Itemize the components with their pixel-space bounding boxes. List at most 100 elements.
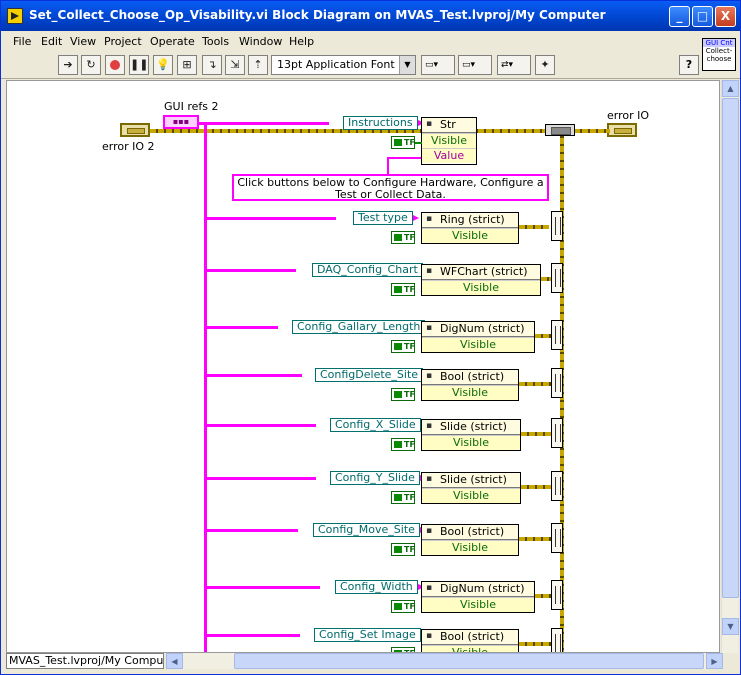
property-node-config-move-site[interactable]: Bool (strict) Visible (421, 524, 519, 556)
font-select[interactable]: 13pt Application Font ▼ (271, 55, 416, 75)
step-out-icon[interactable]: ⇡ (248, 55, 268, 75)
true-constant-text: TF (404, 285, 415, 294)
true-constant[interactable]: TF (391, 231, 415, 244)
menu-help[interactable]: Help (289, 35, 315, 48)
vertical-scroll-thumb[interactable] (722, 98, 739, 598)
error-merge-node[interactable] (551, 211, 563, 241)
horizontal-scroll-thumb[interactable] (234, 653, 704, 669)
control-ref-instructions[interactable]: Instructions (343, 116, 424, 130)
control-ref-config-width[interactable]: Config_Width (335, 580, 424, 594)
true-constant[interactable]: TF (391, 438, 415, 451)
true-constant[interactable]: TF (391, 647, 415, 652)
property-node-configdelete-site[interactable]: Bool (strict) Visible (421, 369, 519, 401)
error-merge-node[interactable] (551, 628, 563, 652)
menu-view[interactable]: View (70, 35, 97, 48)
property-node-config-y-slide[interactable]: Slide (strict) Visible (421, 472, 521, 504)
ref-branch (206, 586, 320, 589)
property-visible[interactable]: Visible (422, 133, 476, 148)
step-over-icon[interactable]: ⇲ (225, 55, 245, 75)
minimize-button[interactable]: _ (669, 6, 690, 27)
true-constant[interactable]: TF (391, 491, 415, 504)
error-in-terminal[interactable] (120, 123, 150, 137)
error-merge-node[interactable] (551, 471, 563, 501)
maximize-button[interactable]: □ (692, 6, 713, 27)
property-node-class: Bool (strict) (422, 525, 518, 540)
control-ref-config-move-site[interactable]: Config_Move_Site (313, 523, 426, 537)
property-visible[interactable]: Visible (422, 597, 534, 612)
true-constant[interactable]: TF (391, 543, 415, 556)
property-visible[interactable]: Visible (422, 435, 520, 450)
error-wire (541, 277, 551, 281)
scroll-right-icon[interactable]: ▶ (706, 653, 723, 669)
control-ref-config-gallary-length[interactable]: Config_Gallary_Length (292, 320, 432, 334)
property-value[interactable]: Value (422, 148, 476, 163)
block-diagram-canvas[interactable]: error IO 2 error IO GUI refs 2 ▪▪▪ Click… (6, 80, 720, 653)
error-merge-node[interactable] (551, 523, 563, 553)
scroll-up-icon[interactable]: ▲ (722, 80, 739, 97)
control-ref-test-type[interactable]: Test type (353, 211, 419, 225)
control-ref-daq-config-chart[interactable]: DAQ_Config_Chart (312, 263, 429, 277)
property-node-config-set-image[interactable]: Bool (strict) Visible (421, 629, 519, 652)
merge-errors-node[interactable] (545, 124, 575, 136)
property-node-test-type[interactable]: Ring (strict) Visible (421, 212, 519, 244)
error-out-terminal[interactable] (607, 123, 637, 137)
property-visible[interactable]: Visible (422, 280, 540, 295)
true-constant[interactable]: TF (391, 136, 415, 149)
true-constant[interactable]: TF (391, 600, 415, 613)
control-ref-config-y-slide[interactable]: Config_Y_Slide (330, 471, 426, 485)
property-node-config-gallary-length[interactable]: DigNum (strict) Visible (421, 321, 535, 353)
align-objects-icon[interactable]: ▭▾ (421, 55, 455, 75)
vi-connector-icon[interactable]: GUI Cnt Collect- choose (702, 38, 736, 71)
reorder-icon[interactable]: ⇄▾ (497, 55, 531, 75)
context-help-button[interactable]: ? (679, 55, 699, 75)
property-visible[interactable]: Visible (422, 540, 518, 555)
control-ref-config-x-slide[interactable]: Config_X_Slide (330, 418, 427, 432)
error-merge-node[interactable] (551, 418, 563, 448)
pause-icon[interactable]: ❚❚ (129, 55, 149, 75)
property-visible[interactable]: Visible (422, 645, 518, 652)
menu-tools[interactable]: Tools (202, 35, 230, 48)
menu-operate[interactable]: Operate (150, 35, 195, 48)
menu-window[interactable]: Window (239, 35, 283, 48)
menu-project[interactable]: Project (104, 35, 142, 48)
property-node-daq-config-chart[interactable]: WFChart (strict) Visible (421, 264, 541, 296)
scroll-left-icon[interactable]: ◀ (166, 653, 183, 669)
chevron-down-icon: ▼ (399, 56, 415, 74)
error-merge-node[interactable] (551, 320, 563, 350)
property-visible[interactable]: Visible (422, 228, 518, 243)
distribute-objects-icon[interactable]: ▭▾ (458, 55, 492, 75)
menu-edit[interactable]: Edit (41, 35, 63, 48)
vi-icon-line1: GUI Cnt (703, 39, 735, 47)
horizontal-scrollbar[interactable]: ◀ ▶ (166, 653, 723, 669)
gui-refs-terminal[interactable]: ▪▪▪ (163, 115, 199, 129)
property-visible[interactable]: Visible (422, 488, 520, 503)
step-into-icon[interactable]: ↴ (202, 55, 222, 75)
menu-file[interactable]: File (13, 35, 32, 48)
property-node-class: DigNum (strict) (422, 582, 534, 597)
error-merge-node[interactable] (551, 580, 563, 610)
control-ref-config-set-image[interactable]: Config_Set Image (314, 628, 427, 642)
property-node-class: Str (422, 118, 476, 133)
property-node-instructions[interactable]: Str Visible Value (421, 117, 477, 165)
cleanup-diagram-icon[interactable]: ✦ (535, 55, 555, 75)
property-node-config-x-slide[interactable]: Slide (strict) Visible (421, 419, 521, 451)
retain-wire-values-icon[interactable]: ⊞ (177, 55, 197, 75)
property-node-config-width[interactable]: DigNum (strict) Visible (421, 581, 535, 613)
run-continuously-icon[interactable]: ↻ (81, 55, 101, 75)
control-ref-configdelete-site[interactable]: ConfigDelete_Site (315, 368, 430, 382)
run-arrow-icon[interactable]: ➔ (58, 55, 78, 75)
close-button[interactable]: X (715, 6, 736, 27)
error-merge-node[interactable] (551, 263, 563, 293)
title-bar[interactable]: Set_Collect_Choose_Op_Visability.vi Bloc… (1, 1, 740, 31)
vertical-scrollbar[interactable]: ▲ ▼ (721, 80, 739, 653)
true-constant[interactable]: TF (391, 283, 415, 296)
true-constant[interactable]: TF (391, 388, 415, 401)
highlight-execution-icon[interactable]: 💡 (153, 55, 173, 75)
true-constant[interactable]: TF (391, 340, 415, 353)
property-visible[interactable]: Visible (422, 385, 518, 400)
error-merge-node[interactable] (551, 368, 563, 398)
diagram-comment[interactable]: Click buttons below to Configure Hardwar… (232, 174, 549, 201)
property-visible[interactable]: Visible (422, 337, 534, 352)
abort-icon[interactable] (105, 55, 125, 75)
scroll-down-icon[interactable]: ▼ (722, 618, 739, 635)
